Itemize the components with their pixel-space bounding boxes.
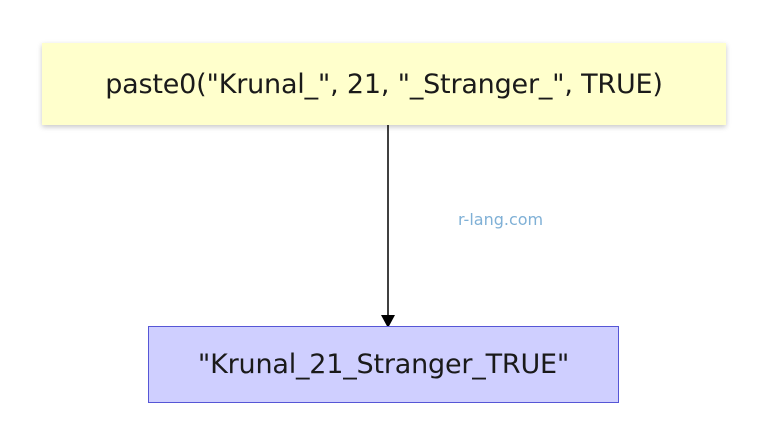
- result-node: "Krunal_21_Stranger_TRUE": [148, 326, 619, 403]
- result-label: "Krunal_21_Stranger_TRUE": [197, 349, 570, 380]
- function-call-node: paste0("Krunal_", 21, "_Stranger_", TRUE…: [42, 43, 726, 125]
- function-call-label: paste0("Krunal_", 21, "_Stranger_", TRUE…: [105, 68, 663, 100]
- watermark-text: r-lang.com: [458, 210, 544, 229]
- arrow-head: [381, 315, 395, 328]
